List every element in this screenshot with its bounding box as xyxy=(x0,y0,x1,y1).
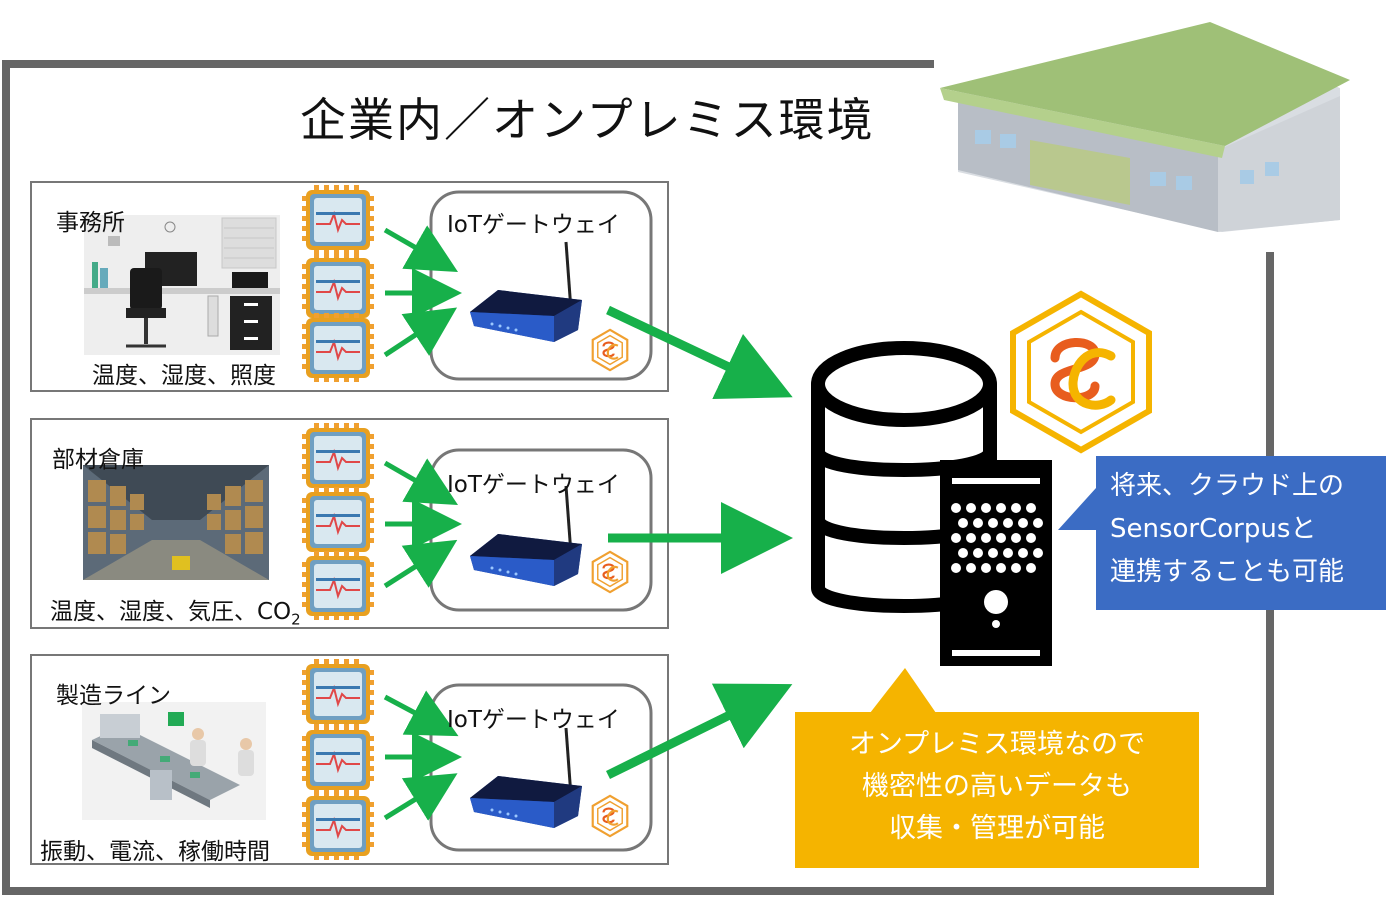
server-vent-dot xyxy=(981,533,991,543)
factory-line-photo xyxy=(82,702,266,820)
site-name-office: 事務所 xyxy=(56,210,125,236)
sensorcorpus-logo-icon xyxy=(591,328,629,372)
router-icon xyxy=(468,484,584,588)
sensorcorpus-logo-icon xyxy=(591,794,629,838)
callout-onprem-line: 機密性の高いデータも xyxy=(862,771,1132,802)
sensor-list-factory: 振動、電流、稼働時間 xyxy=(40,839,270,865)
site-name-factory: 製造ライン xyxy=(56,683,171,709)
gateway-arrows xyxy=(606,305,793,780)
server-vent-dot xyxy=(1018,518,1028,528)
warehouse-building-icon xyxy=(940,22,1350,232)
callout-cloud: 将来、クラウド上の SensorCorpusと 連携することも可能 xyxy=(1096,456,1386,610)
server-vent-dot xyxy=(1011,563,1021,573)
server-vent-dot xyxy=(973,518,983,528)
router-icon xyxy=(468,240,584,344)
warehouse-photo xyxy=(83,465,269,580)
gateway-label-office: IoTゲートウェイ xyxy=(447,212,620,238)
server-vent-dot xyxy=(973,548,983,558)
server-vent-dot xyxy=(996,533,1006,543)
server-vent-dot xyxy=(1003,548,1013,558)
server-vent-dot xyxy=(996,563,1006,573)
server-vent-dot xyxy=(1011,533,1021,543)
server-vent-dot xyxy=(1018,548,1028,558)
router-icon xyxy=(468,726,584,830)
server-vent-dot xyxy=(1026,503,1036,513)
sensor-list-office: 温度、湿度、照度 xyxy=(92,363,276,389)
server-vent-dot xyxy=(951,563,961,573)
server-vent-dot xyxy=(1033,548,1043,558)
gateway-label-factory: IoTゲートウェイ xyxy=(447,707,620,733)
server-vent-dot xyxy=(1026,563,1036,573)
site-box-office xyxy=(30,181,669,392)
callout-cloud-line: SensorCorpusと xyxy=(1110,514,1317,544)
site-box-factory xyxy=(30,654,669,865)
callout-blue-pointer xyxy=(1058,488,1096,530)
server-vent-dot xyxy=(966,533,976,543)
server-vent-dot xyxy=(966,503,976,513)
server-vent-dot xyxy=(988,548,998,558)
server-vent-dot xyxy=(951,533,961,543)
server-vent-dot xyxy=(958,548,968,558)
callout-yellow-pointer xyxy=(870,668,936,713)
server-vent-dot xyxy=(996,503,1006,513)
callout-onprem-line: オンプレミス環境なので xyxy=(848,729,1146,760)
sensor-list-warehouse-sub: 2 xyxy=(291,610,301,629)
callout-cloud-line: 将来、クラウド上の xyxy=(1110,471,1345,501)
site-box-warehouse xyxy=(30,418,669,629)
callout-onprem: オンプレミス環境なので 機密性の高いデータも 収集・管理が可能 xyxy=(795,712,1199,868)
sensor-list-warehouse: 温度、湿度、気圧、CO2 xyxy=(50,592,301,629)
sensor-chip-icon xyxy=(301,184,375,383)
server-tower-icon xyxy=(940,460,1052,666)
server-vent-dot xyxy=(966,563,976,573)
server-vent-dot xyxy=(1033,518,1043,528)
sensor-chip-icon xyxy=(301,422,375,621)
server-vent-dot xyxy=(1003,518,1013,528)
sensorcorpus-logo-icon xyxy=(1010,290,1152,454)
callout-onprem-line: 収集・管理が可能 xyxy=(889,813,1105,844)
site-name-warehouse: 部材倉庫 xyxy=(52,447,144,473)
server-vent-dot xyxy=(988,518,998,528)
office-photo xyxy=(84,215,280,355)
callout-cloud-line: 連携することも可能 xyxy=(1110,557,1345,587)
sensorcorpus-logo-icon xyxy=(591,550,629,594)
sensor-list-warehouse-text: 温度、湿度、気圧、CO xyxy=(50,599,292,625)
enterprise-frame xyxy=(2,60,1274,895)
page-title: 企業内／オンプレミス環境 xyxy=(300,93,875,147)
gateway-label-warehouse: IoTゲートウェイ xyxy=(447,472,620,498)
server-vent-dot xyxy=(1011,503,1021,513)
server-vent-dot xyxy=(951,503,961,513)
server-vent-dot xyxy=(958,518,968,528)
server-vent-dot xyxy=(981,503,991,513)
server-vent-dot xyxy=(981,563,991,573)
sensor-arrows xyxy=(383,225,462,821)
sensor-chip-icon xyxy=(301,658,375,861)
server-vent-dot xyxy=(1026,533,1036,543)
